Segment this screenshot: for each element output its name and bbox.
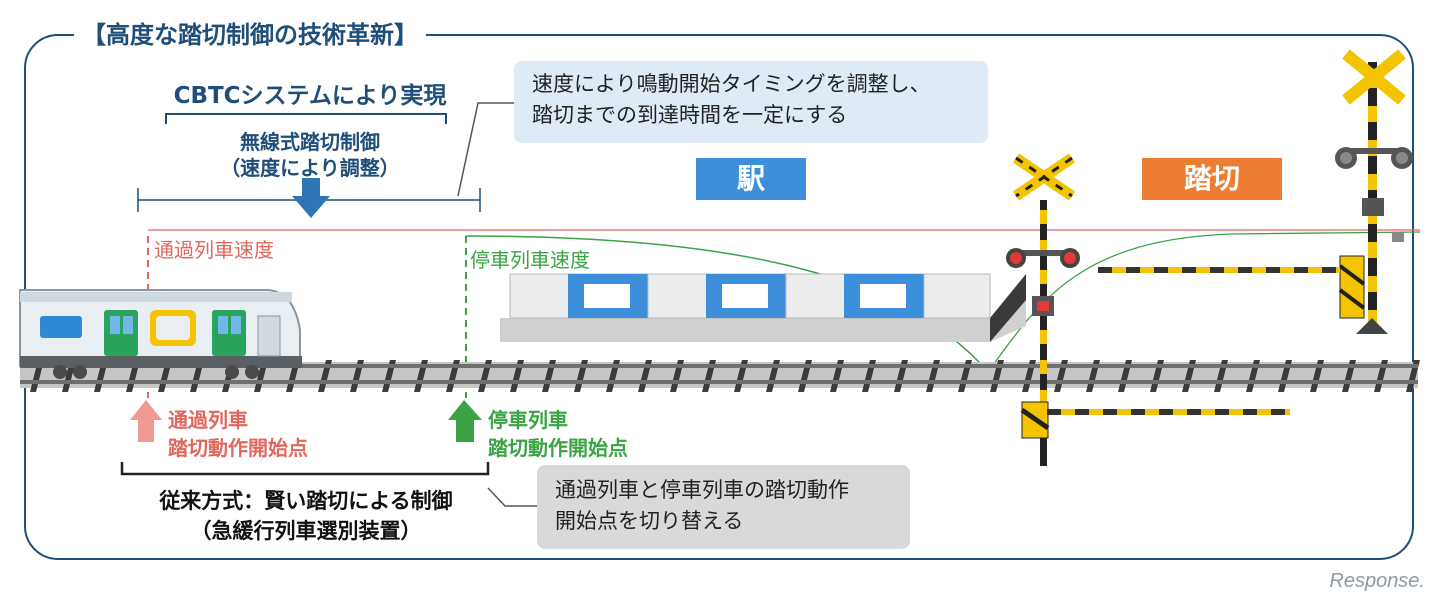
stop-start-arrow xyxy=(448,400,482,442)
cbtc-bracket xyxy=(165,113,447,124)
pass-start-label: 通過列車 踏切動作開始点 xyxy=(168,406,308,462)
stop-speed-curve-right xyxy=(987,231,1421,373)
crossing-tag: 踏切 xyxy=(1142,158,1282,200)
cbtc-down-arrow xyxy=(292,178,330,218)
diagram-title: 【高度な踏切制御の技術革新】 xyxy=(74,18,426,52)
crossing-gate-near xyxy=(1006,153,1290,466)
rail-bottom xyxy=(20,380,1418,384)
station-tag: 駅 xyxy=(696,158,806,200)
station-platform xyxy=(500,273,1026,342)
pass-start-line-1: 通過列車 xyxy=(168,408,248,432)
rail-top xyxy=(20,364,1418,368)
cbtc-sub-2: （速度により調整） xyxy=(220,156,400,180)
conventional-label: 従来方式：賢い踏切による制御 （急緩行列車選別装置） xyxy=(118,486,494,546)
callout-top-pointer xyxy=(457,102,514,197)
stop-start-line-1: 停車列車 xyxy=(488,408,568,432)
pass-speed-label: 通過列車速度 xyxy=(154,238,274,262)
conventional-bracket xyxy=(120,462,490,476)
callout-bottom-pointer xyxy=(487,487,537,507)
watermark-logo: Response. xyxy=(1329,570,1425,592)
cbtc-label: CBTCシステムにより実現 xyxy=(173,83,447,109)
callout-bottom-line-1: 通過列車と停車列車の踏切動作 xyxy=(555,478,849,502)
callout-bottom-line-2: 開始点を切り替える xyxy=(555,509,744,533)
crossing-gate-far xyxy=(1098,49,1413,334)
callout-bottom: 通過列車と停車列車の踏切動作 開始点を切り替える xyxy=(537,465,910,549)
pass-start-arrow xyxy=(130,400,162,442)
stop-start-label: 停車列車 踏切動作開始点 xyxy=(488,406,628,462)
cbtc-sub-1: 無線式踏切制御 xyxy=(240,130,380,154)
stop-speed-label: 停車列車速度 xyxy=(470,248,590,272)
conventional-line-2: （急緩行列車選別装置） xyxy=(190,519,422,543)
stop-start-line-2: 踏切動作開始点 xyxy=(488,436,628,460)
callout-top-line-1: 速度により鳴動開始タイミングを調整し、 xyxy=(532,72,931,96)
callout-top: 速度により鳴動開始タイミングを調整し、 踏切までの到達時間を一定にする xyxy=(514,61,988,143)
conventional-line-1: 従来方式：賢い踏切による制御 xyxy=(159,489,453,513)
train xyxy=(19,289,302,379)
callout-top-line-2: 踏切までの到達時間を一定にする xyxy=(532,103,848,127)
pass-start-line-2: 踏切動作開始点 xyxy=(168,436,308,460)
